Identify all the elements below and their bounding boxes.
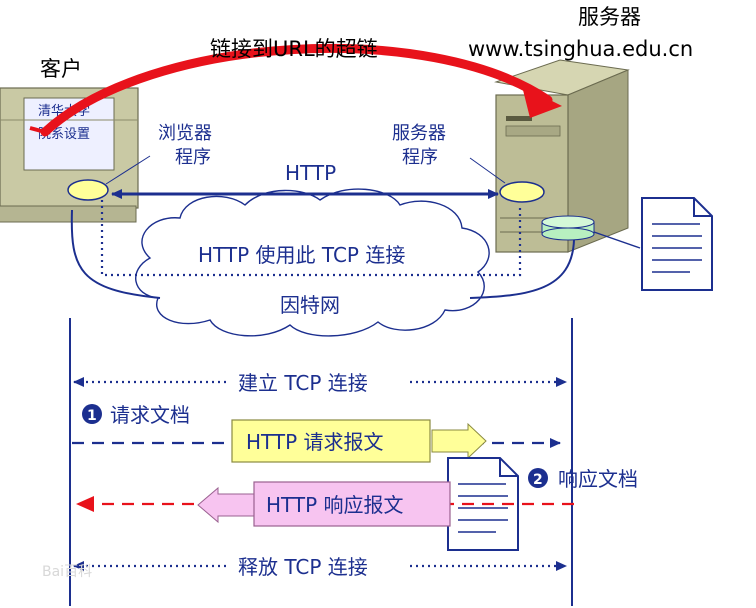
request-msg-arrow (431, 422, 487, 460)
step1-label: 请求文档 (110, 403, 190, 427)
step2-number: 2 (533, 472, 543, 488)
document-icon (641, 197, 713, 291)
server-program-icon (499, 181, 545, 203)
server-url: www.tsinghua.edu.cn (468, 37, 693, 61)
browser-leader (105, 155, 151, 185)
server-tower-icon (494, 59, 630, 253)
hyperlink-arrow (40, 44, 553, 137)
server-prog-label-line1: 服务器 (392, 123, 446, 144)
request-msg-label: HTTP 请求报文 (246, 430, 384, 454)
browser-label-line2: 程序 (175, 147, 211, 168)
server-internet-link (469, 239, 575, 299)
response-msg-label: HTTP 响应报文 (266, 493, 404, 517)
server-prog-label-line2: 程序 (402, 147, 438, 168)
hyperlink-arrowhead (522, 86, 562, 118)
response-line-arrowhead (76, 496, 94, 512)
step1-badge (82, 404, 102, 424)
browser-program-icon (67, 179, 109, 201)
step2-label: 响应文档 (558, 467, 638, 491)
server-prog-leader (469, 157, 506, 184)
server-label: 服务器 (578, 5, 641, 29)
request-msg-box (231, 419, 431, 463)
client-label: 客户 (40, 57, 82, 81)
establish-tcp-label: 建立 TCP 连接 (238, 371, 368, 395)
hyperlink-label: 链接到URL的超链 (210, 37, 378, 61)
browser-label-line1: 浏览器 (158, 123, 212, 144)
db-doc-connector (593, 231, 641, 249)
step2-badge (528, 468, 548, 488)
http-label: HTTP (285, 161, 336, 185)
internet-cloud (135, 188, 490, 337)
release-tcp-label: 释放 TCP 连接 (238, 555, 368, 579)
internet-label: 因特网 (280, 293, 340, 317)
database-icon (541, 215, 595, 241)
http-tcp-label: HTTP 使用此 TCP 连接 (198, 243, 405, 267)
response-msg-arrow (197, 486, 255, 524)
watermark: Bai百科 (42, 564, 92, 580)
client-internet-link (70, 209, 161, 299)
step1-number: 1 (87, 408, 97, 424)
tcp-connection-dotted (100, 200, 522, 277)
response-msg-box (253, 481, 451, 527)
